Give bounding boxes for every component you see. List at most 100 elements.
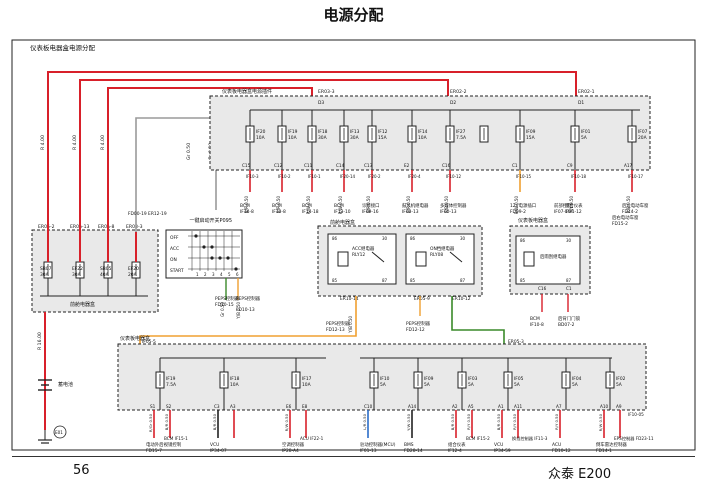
connector-label: IF20-2	[368, 174, 381, 179]
relay-pin: 87	[460, 278, 466, 283]
relay-pin: 86	[520, 238, 526, 243]
fuse-amp: 7.5A	[166, 382, 176, 388]
pin-label: C12	[274, 163, 283, 168]
fuse-name: IF12	[378, 129, 388, 135]
fuse-name: SB07	[40, 266, 52, 272]
switch-contact	[194, 234, 198, 238]
switch-contact	[202, 245, 206, 249]
bus-label: ER05-3	[508, 339, 524, 345]
wire-label: R/W 0.50	[338, 196, 343, 215]
dest-connector: BD07-2	[558, 322, 575, 328]
dest-name: 空调控制器	[282, 441, 305, 448]
relay-pin: 85	[332, 278, 338, 283]
dest-connector: FD10-15	[215, 302, 234, 308]
wire-label: R/Y 0.50	[466, 413, 471, 429]
dest-name: ACU IF22-1	[300, 436, 324, 441]
bus-label: D2	[450, 100, 456, 106]
wire-label: L/R 0.50	[362, 413, 367, 429]
ignition-switch	[165, 229, 243, 279]
connector-label: IF10-12	[446, 174, 462, 179]
fuse-name: IF18	[318, 129, 328, 135]
feed-label: ER03-3	[318, 89, 335, 95]
fuse-name: IF03	[468, 376, 478, 382]
relay-coil	[415, 251, 427, 267]
page-title: 电源分配	[323, 6, 384, 24]
connector-label: ER10-12	[452, 296, 471, 302]
connector-label: ER0a-8	[98, 224, 114, 230]
wire-label: Y/B 0.50	[348, 316, 353, 334]
fuse-name: EF22	[72, 266, 83, 272]
dest-connector: FD09-2	[510, 209, 526, 215]
wire	[107, 87, 313, 232]
dest-name: PEPS控制器	[236, 295, 261, 302]
pin-label: S1	[150, 404, 156, 409]
fuse-name: IF27	[456, 129, 466, 135]
wire	[79, 79, 449, 232]
fuse-amp: 10A	[256, 135, 265, 141]
fuse-amp: 5A	[572, 382, 578, 388]
relay-pin: 30	[566, 238, 572, 243]
pin-label: C16	[442, 163, 451, 168]
ign-col-label: 5	[228, 272, 231, 277]
ign-row-label: OFF	[170, 235, 179, 241]
relay-pin: 85	[410, 278, 416, 283]
pin-label: A10	[600, 404, 609, 409]
dest-name: 倒车雷达控制器	[596, 441, 627, 448]
ign-col-label: 2	[204, 272, 207, 277]
pin-label: A7	[556, 404, 562, 409]
pin-label: A2	[452, 404, 458, 409]
switch-contact	[234, 267, 238, 271]
switch-contact	[210, 245, 214, 249]
feed-label: ER02-1	[578, 89, 595, 95]
fuse-name: IF09	[526, 129, 536, 135]
relay-contact	[371, 251, 385, 263]
fuse-amp: 15A	[526, 135, 535, 141]
dest-name: EPS控制器 FD23-11	[614, 435, 654, 442]
pin-label: C15	[242, 163, 251, 168]
wire-label: R 4.00	[72, 135, 78, 150]
wire-label: R/Gr 0.50	[148, 413, 153, 432]
connector-label: IF10-17	[628, 174, 644, 179]
fuse-amp: 20A	[638, 135, 647, 141]
fuse-name: IF10	[380, 376, 390, 382]
dest-connector: IF14-8	[240, 209, 254, 215]
dest-name: PEPS控制器	[326, 320, 351, 327]
connector-label: IF10-2	[278, 174, 291, 179]
connector-label: IF10-15	[516, 174, 532, 179]
wire-label: B/R 0.50	[366, 196, 371, 214]
fuse-name: IF02	[616, 376, 626, 382]
fuse-name: IF19	[166, 376, 176, 382]
dest-name: BCM	[530, 316, 540, 322]
fuse-amp: 10A	[288, 135, 297, 141]
dest-connector: IF13-10	[334, 209, 351, 215]
fuse-amp: 40A	[100, 272, 109, 278]
fuse-name: IF14	[418, 129, 428, 135]
fuse-name: SB05	[100, 266, 112, 272]
dest-name: 12V电源插口	[510, 202, 536, 209]
pin-label: A5	[468, 404, 474, 409]
dest-name: 多媒体控制器	[440, 202, 467, 209]
pin-label: E8	[302, 404, 308, 409]
connector-label: IF10-3	[246, 174, 259, 179]
fuse-amp: 5A	[514, 382, 520, 388]
wire-label: FD00-19 ER12-19	[128, 211, 167, 217]
fuse-amp: 5A	[424, 382, 430, 388]
wire-label: R 4.00	[100, 135, 106, 150]
fuse-name: IF18	[230, 376, 240, 382]
fuse-name: IF07	[638, 129, 648, 135]
relay-coil	[523, 251, 535, 267]
fuse-amp: 10A	[302, 382, 311, 388]
relay-coil	[337, 251, 349, 267]
dest-connector: IF00-13	[440, 209, 457, 215]
wire-label: R/B 0.50	[444, 196, 449, 214]
connector-label: IF10-1	[308, 174, 321, 179]
wire-label: R/W 0.50	[306, 196, 311, 215]
dest-name: ACU	[552, 442, 561, 448]
relay-pin: 86	[410, 236, 416, 241]
fuse-amp: 20A	[128, 272, 137, 278]
connector-label: ER03-3	[126, 224, 143, 230]
fuse-name: IF05	[514, 376, 524, 382]
footer-divider	[12, 456, 695, 457]
wire-label: B/R 0.50	[212, 413, 217, 430]
dest-connector: IP34-59	[494, 448, 511, 454]
